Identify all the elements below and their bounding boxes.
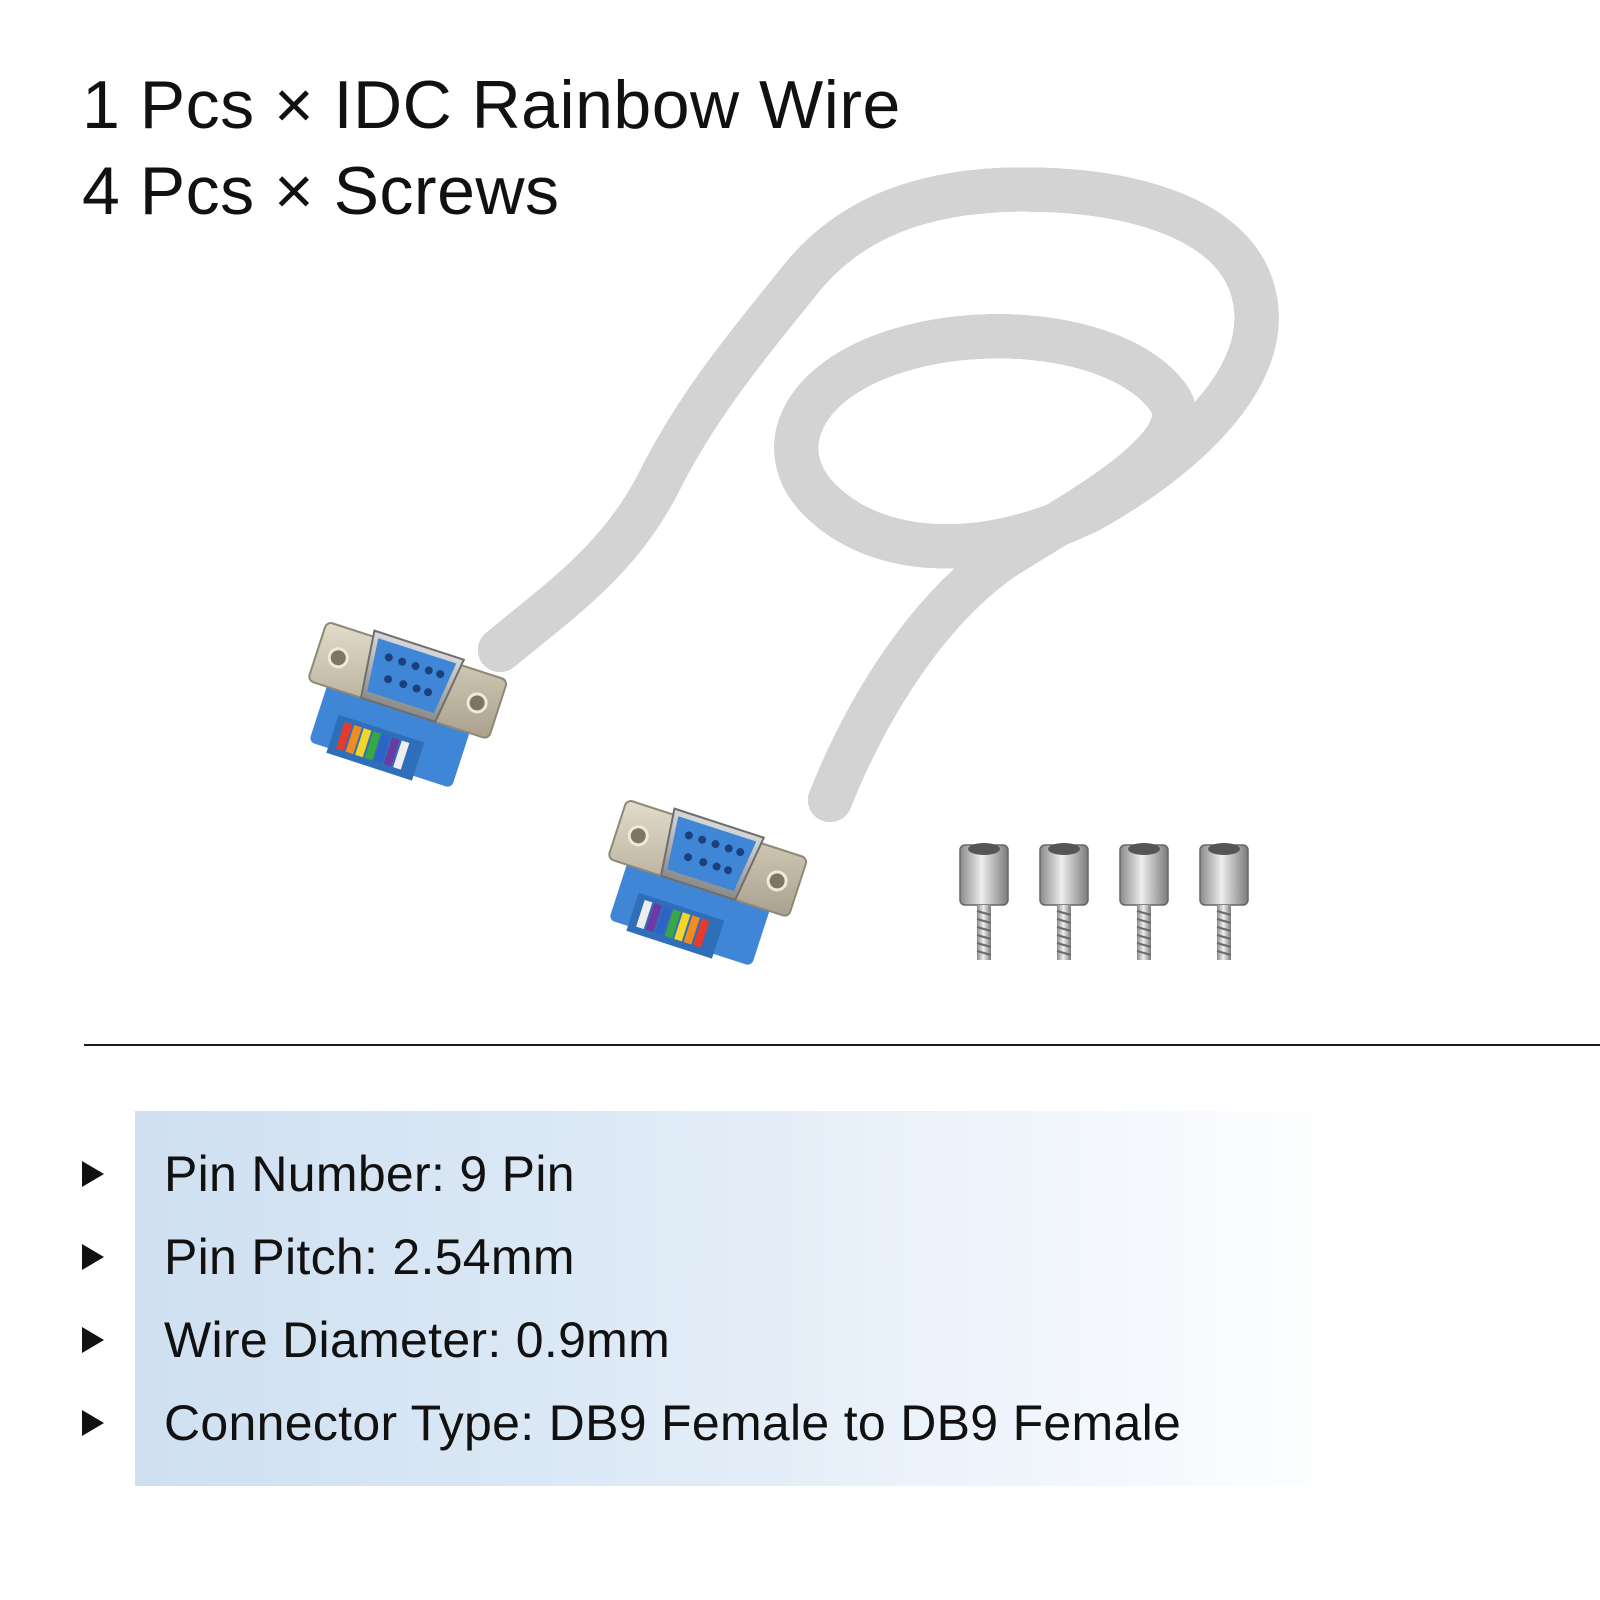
- db9-connector-right: [608, 800, 808, 965]
- section-divider: [84, 1044, 1600, 1046]
- contents-item-screws: 4 Pcs × Screws: [82, 153, 560, 229]
- spec-text: Wire Diameter: 0.9mm: [164, 1311, 671, 1368]
- screw-2: [1039, 843, 1089, 960]
- screw-3: [1119, 843, 1169, 960]
- package-contents-list: 1 Pcs × IDC Rainbow Wire 4 Pcs × Screws: [82, 62, 901, 234]
- bullet-triangle-icon: [82, 1409, 104, 1436]
- ribbon-cable: [478, 189, 1257, 822]
- db9-connector-left: [308, 622, 508, 787]
- bullet-triangle-icon: [82, 1160, 104, 1187]
- spec-panel-background: [135, 1111, 1355, 1486]
- screw-1: [959, 843, 1009, 960]
- screws-group: [959, 843, 1249, 960]
- product-photo: [308, 0, 1600, 965]
- spec-text: Connector Type: DB9 Female to DB9 Female: [164, 1394, 1182, 1451]
- spec-item-pin-pitch: Pin Pitch: 2.54mm: [82, 1215, 575, 1298]
- bullet-triangle-icon: [82, 1243, 104, 1270]
- spec-text: Pin Number: 9 Pin: [164, 1145, 575, 1202]
- spec-text: Pin Pitch: 2.54mm: [164, 1228, 575, 1285]
- spec-list: Pin Number: 9 Pin Pin Pitch: 2.54mm Wire…: [82, 1132, 1181, 1464]
- spec-item-wire-diameter: Wire Diameter: 0.9mm: [82, 1298, 670, 1381]
- spec-item-connector-type: Connector Type: DB9 Female to DB9 Female: [82, 1381, 1181, 1464]
- contents-item-wire: 1 Pcs × IDC Rainbow Wire: [82, 67, 901, 143]
- spec-item-pin-number: Pin Number: 9 Pin: [82, 1132, 575, 1215]
- screw-4: [1199, 843, 1249, 960]
- bullet-triangle-icon: [82, 1326, 104, 1353]
